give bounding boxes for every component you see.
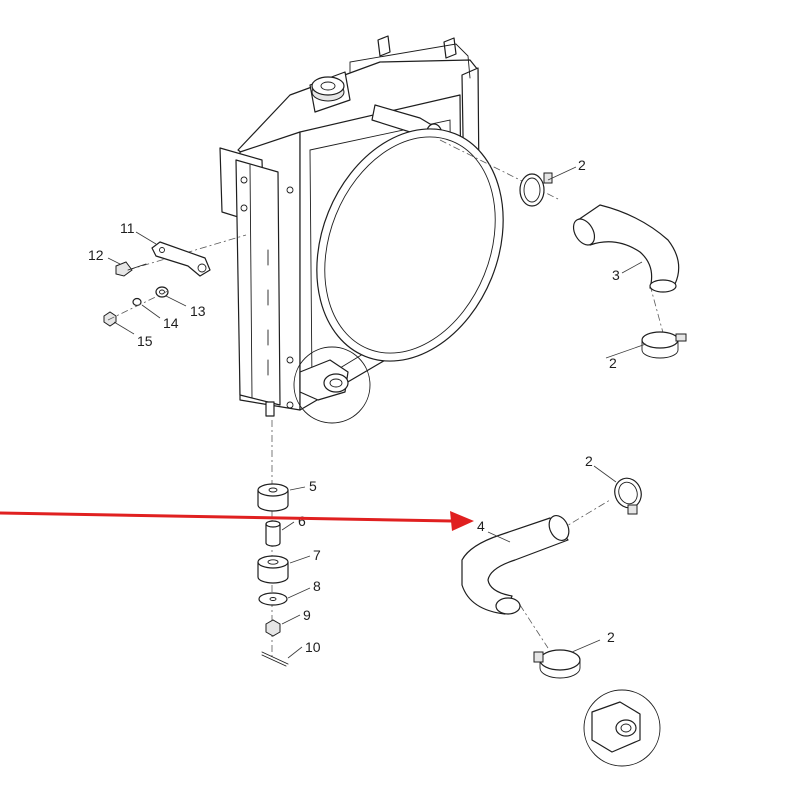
radiator-assembly	[219, 35, 504, 424]
part-13-washer	[155, 286, 169, 298]
part-6-sleeve	[265, 520, 281, 547]
callout-2-lower-clamp-b: 2	[607, 629, 615, 645]
part-3-upper-hose	[577, 204, 680, 289]
callout-13-washer: 13	[190, 303, 206, 319]
arrow-head	[450, 511, 474, 531]
upper-hose-assembly	[439, 139, 687, 359]
callout-8-washer: 8	[313, 578, 321, 594]
callout-2-upper-clamp-b: 2	[609, 355, 617, 371]
part-8-washer	[258, 592, 288, 606]
callout-14-lock-washer: 14	[163, 315, 179, 331]
callout-labels: 2 3 2 2 4 2 5 6 7 8 9 10 11 12 13 14 15	[88, 157, 620, 655]
part-2-upper-clamp-a	[519, 172, 553, 207]
part-4-lower-hose	[461, 517, 569, 615]
red-pointer-arrow	[0, 511, 474, 531]
part-2-lower-clamp-b	[533, 649, 581, 679]
part-9-nut	[265, 619, 281, 637]
part-2-upper-clamp-b	[641, 331, 687, 359]
part-11-link-bracket	[151, 241, 211, 277]
callout-2-lower-clamp-a: 2	[585, 453, 593, 469]
part-10-cotter-pin	[261, 651, 289, 667]
leader-lines	[107, 166, 647, 659]
mount-stack	[257, 420, 289, 667]
callout-12-bolt: 12	[88, 247, 104, 263]
callout-6-sleeve: 6	[298, 513, 306, 529]
part-5-rubber-mount	[257, 483, 289, 512]
bracket-hardware	[103, 234, 247, 327]
part-2-lower-clamp-a	[614, 477, 642, 515]
callout-10-cotter-pin: 10	[305, 639, 321, 655]
part-14-lock-washer	[132, 297, 142, 307]
callout-11-link-bracket: 11	[120, 220, 135, 236]
callout-5-rubber-mount: 5	[309, 478, 317, 494]
part-7-rubber-mount	[257, 555, 289, 584]
callout-3-upper-hose: 3	[612, 267, 620, 283]
arrow-shaft	[0, 511, 453, 523]
callout-4-lower-hose: 4	[477, 518, 485, 534]
lower-hose-assembly	[461, 477, 661, 767]
callout-2-upper-clamp-a: 2	[578, 157, 586, 173]
callout-15-nut: 15	[137, 333, 153, 349]
callout-9-nut: 9	[303, 607, 311, 623]
callout-7-rubber-mount: 7	[313, 547, 321, 563]
part-12-bolt	[115, 261, 133, 277]
